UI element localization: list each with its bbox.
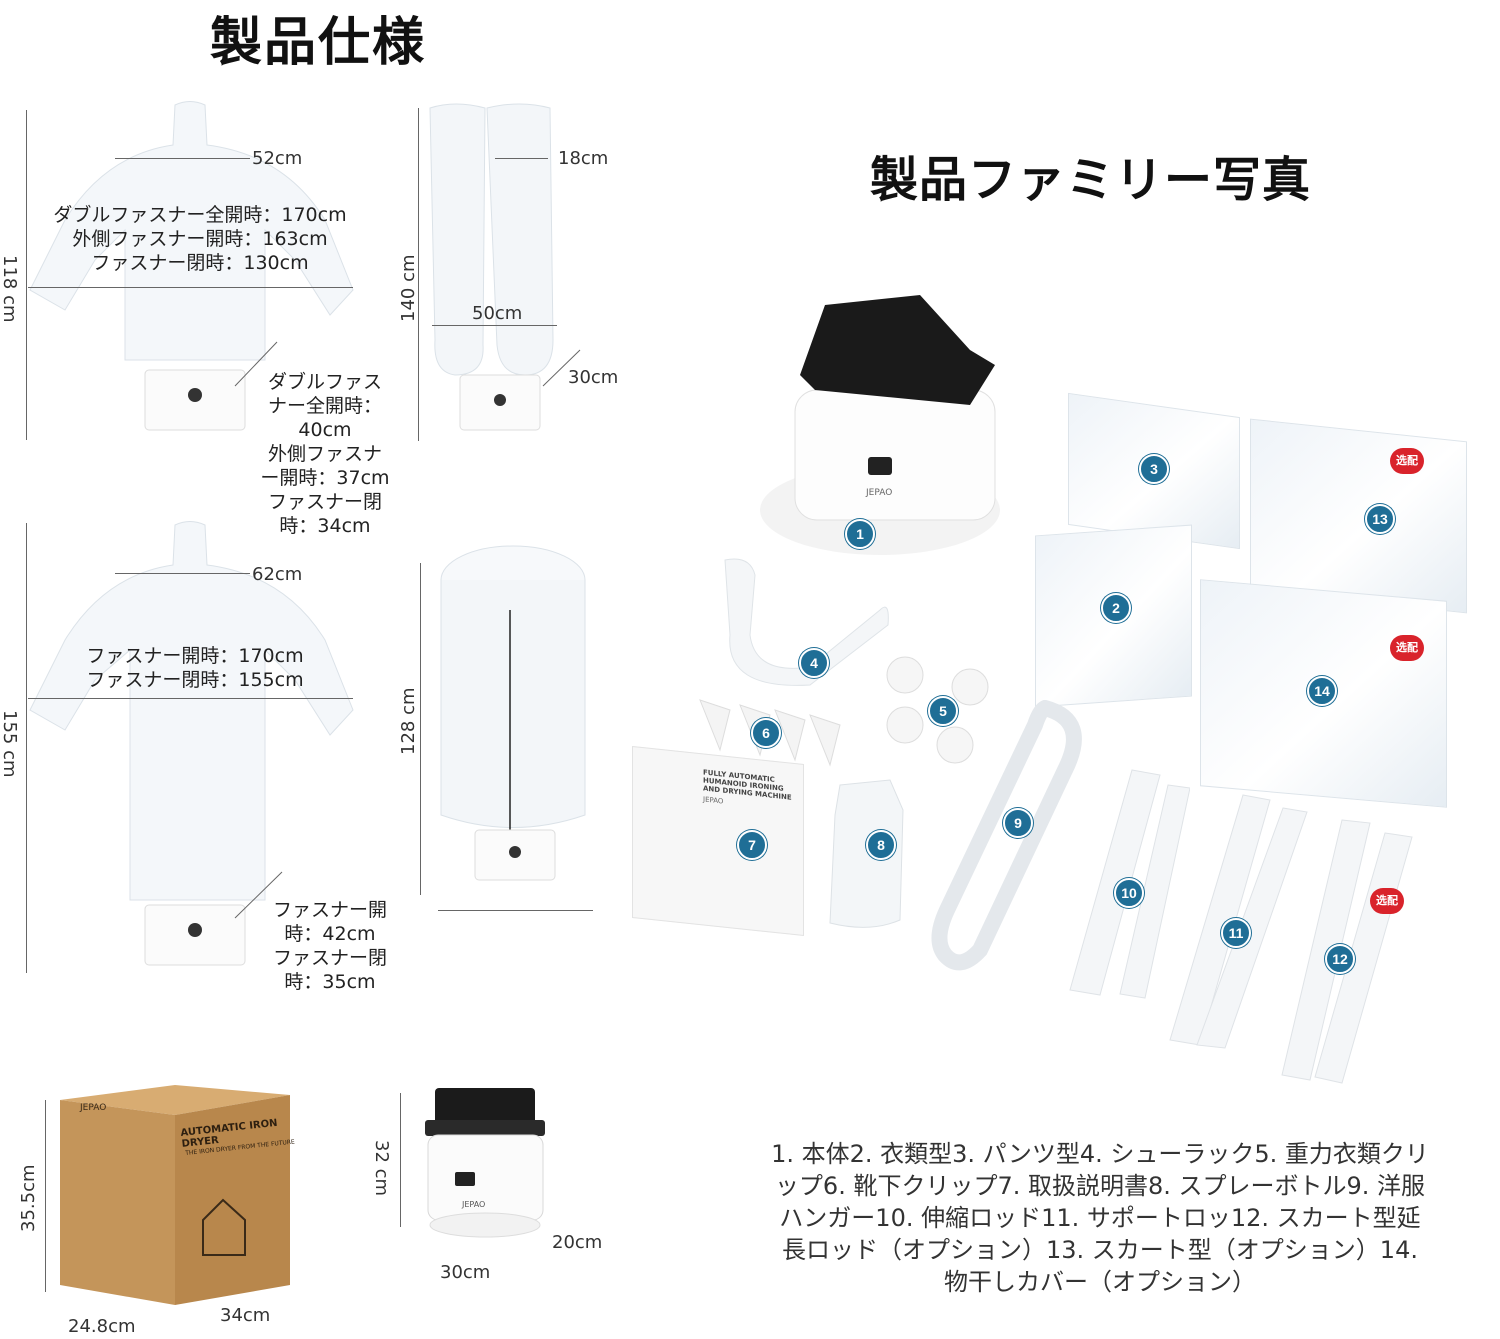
shirt1-width-label: 52cm	[252, 148, 303, 169]
family-badge-3: 3	[1139, 454, 1169, 484]
optional-tag-12: 选配	[1370, 888, 1404, 914]
shirt-form-2-illustration	[29, 521, 354, 966]
shirt1-depths: ダブルファス ナー全開時： 40cm 外側ファスナ ー開時：37cm ファスナー…	[250, 370, 400, 538]
cover-height-line	[420, 563, 421, 895]
pants-depth-label: 30cm	[568, 367, 619, 388]
shirt1-length-2: 外側ファスナー開時：163cm	[72, 228, 328, 250]
shirt2-depth-line	[234, 871, 283, 919]
shirt1-length-1: ダブルファスナー全開時：170cm	[53, 204, 347, 226]
family-gravity-clips	[886, 656, 989, 764]
shirt1-width-line	[115, 158, 250, 159]
pants-form-illustration	[429, 103, 554, 431]
cover-height-label: 128 cm	[398, 687, 419, 755]
family-badge-6: 6	[751, 718, 781, 748]
family-badge-5: 5	[928, 696, 958, 726]
main-unit-small-illustration	[425, 1088, 545, 1238]
pants-waist-line	[432, 325, 557, 326]
unit-small-brand: JEPAO	[462, 1200, 486, 1209]
family-title: 製品ファミリー写真	[870, 152, 1312, 208]
unit-depth-label: 20cm	[552, 1232, 603, 1253]
shirt1-depth-3: 40cm	[298, 419, 352, 441]
drying-cover-illustration	[440, 545, 586, 881]
family-badge-1: 1	[845, 519, 875, 549]
pants-depth-line	[542, 349, 581, 387]
family-manual: FULLY AUTOMATIC HUMANOID IRONING AND DRY…	[632, 745, 804, 937]
shirt2-width-line	[115, 573, 250, 574]
pants-waist-label: 50cm	[472, 303, 523, 324]
pants-height-line	[418, 108, 419, 441]
shirt1-depth-5: ー開時：37cm	[260, 467, 390, 489]
family-badge-12: 12	[1325, 944, 1355, 974]
optional-tag-14: 选配	[1390, 635, 1424, 661]
spec-title: 製品仕様	[210, 13, 427, 73]
unit-width-label: 30cm	[440, 1262, 491, 1283]
box-brand: JEPAO	[80, 1103, 107, 1113]
family-spray-bottle	[829, 779, 904, 928]
family-main-unit	[760, 295, 1000, 555]
family-badge-9: 9	[1003, 808, 1033, 838]
pants-width-label: 18cm	[558, 148, 609, 169]
shirt2-span-line	[28, 698, 353, 699]
family-badge-2: 2	[1101, 593, 1131, 623]
family-skirt-form	[1250, 418, 1467, 614]
shirt2-depths: ファスナー開 時：42cm ファスナー閉 時：35cm	[255, 898, 405, 994]
shirt1-length-3: ファスナー閉時：130cm	[91, 252, 309, 274]
shirt1-depth-7: 時：34cm	[279, 515, 371, 537]
shirt1-span-line	[28, 287, 353, 288]
box-height-line	[45, 1100, 46, 1292]
shirt1-depth-6: ファスナー閉	[267, 491, 382, 513]
cover-width-line	[438, 910, 593, 911]
shirt1-depth-4: 外側ファスナ	[267, 443, 382, 465]
shirt1-lengths: ダブルファスナー全開時：170cm 外側ファスナー開時：163cm ファスナー閉…	[30, 203, 370, 275]
optional-tag-13: 选配	[1390, 448, 1424, 474]
shirt2-depth-1: ファスナー開	[272, 899, 387, 921]
family-badge-8: 8	[866, 830, 896, 860]
shirt1-height-label: 118 cm	[0, 255, 20, 323]
family-badge-11: 11	[1221, 918, 1251, 948]
box-depth-label: 24.8cm	[68, 1316, 136, 1337]
unit-height-label: 32 cm	[371, 1140, 392, 1197]
box-height-label: 35.5cm	[18, 1164, 39, 1232]
shirt2-length-2: ファスナー閉時：155cm	[86, 669, 304, 691]
family-badge-4: 4	[799, 648, 829, 678]
shipping-box-illustration	[60, 1085, 290, 1305]
shirt2-height-label: 155 cm	[0, 710, 20, 778]
shirt2-width-label: 62cm	[252, 564, 303, 585]
shirt2-lengths: ファスナー開時：170cm ファスナー閉時：155cm	[30, 644, 360, 692]
family-badge-10: 10	[1114, 878, 1144, 908]
box-width-label: 34cm	[220, 1305, 271, 1326]
family-clothes-hanger	[931, 700, 1082, 971]
shirt2-depth-2: 時：42cm	[284, 923, 376, 945]
shirt1-depth-1: ダブルファス	[267, 371, 382, 393]
family-badge-14: 14	[1307, 676, 1337, 706]
unit-height-line	[400, 1093, 401, 1227]
shirt2-depth-4: 時：35cm	[284, 971, 376, 993]
shirt1-depth-2: ナー全開時：	[267, 395, 382, 417]
component-caption: 1. 本体2. 衣類型3. パンツ型4. シューラック5. 重力衣類クリップ6.…	[771, 1140, 1429, 1296]
shirt2-length-1: ファスナー開時：170cm	[86, 645, 304, 667]
shirt1-depth-line	[234, 341, 278, 387]
pants-width-line	[495, 158, 548, 159]
family-unit-brand: JEPAO	[866, 488, 893, 498]
family-support-rods	[1169, 794, 1308, 1049]
family-telescopic-rods	[1069, 769, 1190, 999]
shirt1-height-line	[26, 110, 27, 440]
shirt-form-1-illustration	[29, 101, 354, 431]
pants-height-label: 140 cm	[398, 254, 419, 322]
family-sock-clips	[699, 699, 841, 767]
shirt2-height-line	[26, 523, 27, 973]
family-badge-13: 13	[1365, 504, 1395, 534]
family-shoe-rack	[724, 558, 889, 686]
family-badge-7: 7	[737, 830, 767, 860]
shirt2-depth-3: ファスナー閉	[272, 947, 387, 969]
